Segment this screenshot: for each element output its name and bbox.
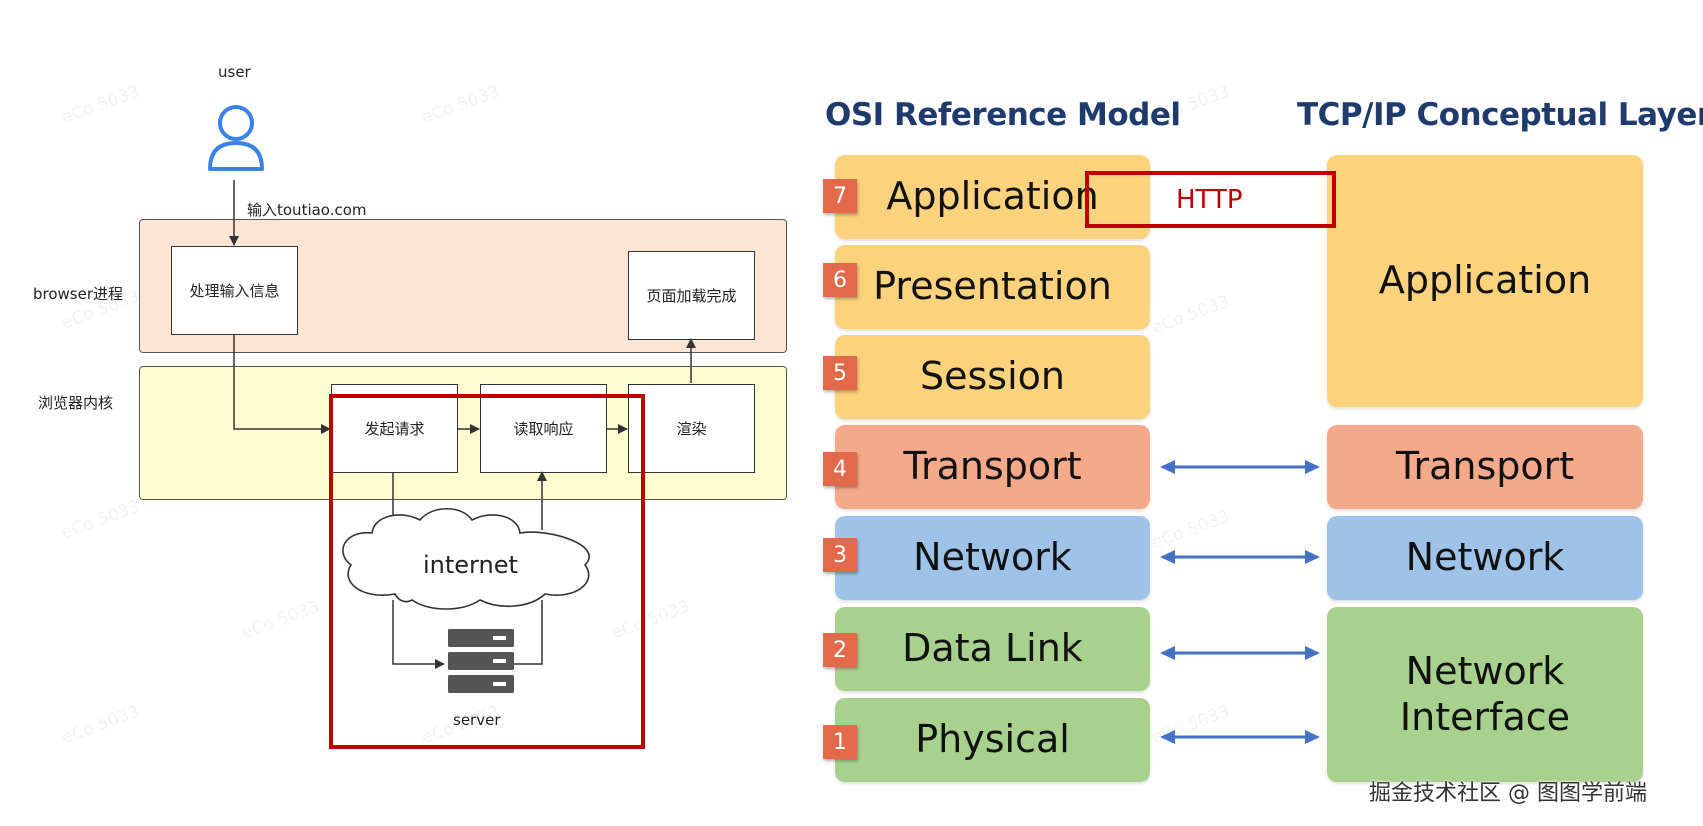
browser-process-label: browser进程 xyxy=(33,285,124,303)
render-box: 渲染 xyxy=(628,384,755,473)
tcpip-layer-transport: Transport xyxy=(1327,425,1643,509)
http-highlight-box xyxy=(1085,171,1336,228)
send-request-box: 发起请求 xyxy=(331,384,458,473)
flow-connectors xyxy=(229,180,696,693)
layer-number-badge: 1 xyxy=(823,725,857,759)
osi-layer-network: Network xyxy=(835,516,1150,600)
double-arrow-icon xyxy=(1160,460,1320,474)
line-server-to-internet xyxy=(512,600,543,665)
tcpip-title: TCP/IP Conceptual Layers xyxy=(1297,97,1703,133)
double-arrow-icon xyxy=(1160,646,1320,660)
server-icon xyxy=(448,629,514,693)
layer-mapping-arrows xyxy=(1160,460,1320,744)
osi-title: OSI Reference Model xyxy=(825,97,1181,133)
user-label: user xyxy=(218,63,251,81)
arrow-internet-to-server xyxy=(392,600,445,669)
double-arrow-icon xyxy=(1160,730,1320,744)
tcpip-layer-application: Application xyxy=(1327,155,1643,407)
arrow-input-to-request xyxy=(233,334,331,434)
page-loaded-box: 页面加载完成 xyxy=(628,251,755,340)
layer-number-badge: 3 xyxy=(823,538,857,572)
browser-kernel-label: 浏览器内核 xyxy=(38,394,114,412)
layer-number-badge: 6 xyxy=(823,263,857,297)
internet-cloud-icon xyxy=(342,508,590,610)
osi-layer-session: Session xyxy=(835,335,1150,419)
osi-layer-data-link: Data Link xyxy=(835,607,1150,691)
network-highlight-box xyxy=(329,394,645,749)
http-label: HTTP xyxy=(1176,185,1243,215)
input-url-label: 输入toutiao.com xyxy=(247,201,367,219)
osi-layer-physical: Physical xyxy=(835,698,1150,782)
osi-layer-transport: Transport xyxy=(835,425,1150,509)
double-arrow-icon xyxy=(1160,550,1320,564)
layer-number-badge: 5 xyxy=(823,356,857,390)
server-label: server xyxy=(453,711,501,729)
internet-label: internet xyxy=(423,551,518,579)
osi-layer-presentation: Presentation xyxy=(835,245,1150,329)
read-response-box: 读取响应 xyxy=(480,384,607,473)
process-input-box: 处理输入信息 xyxy=(171,246,298,335)
user-icon xyxy=(208,105,264,171)
tcpip-layer-network-interface: Network Interface xyxy=(1327,607,1643,782)
layer-number-badge: 2 xyxy=(823,633,857,667)
footer-credit: 掘金技术社区 @ 图图学前端 xyxy=(1369,781,1647,806)
layer-number-badge: 7 xyxy=(823,179,857,213)
watermark: eCo 5033 xyxy=(1149,291,1233,339)
layer-number-badge: 4 xyxy=(823,452,857,486)
tcpip-layer-network: Network xyxy=(1327,516,1643,600)
